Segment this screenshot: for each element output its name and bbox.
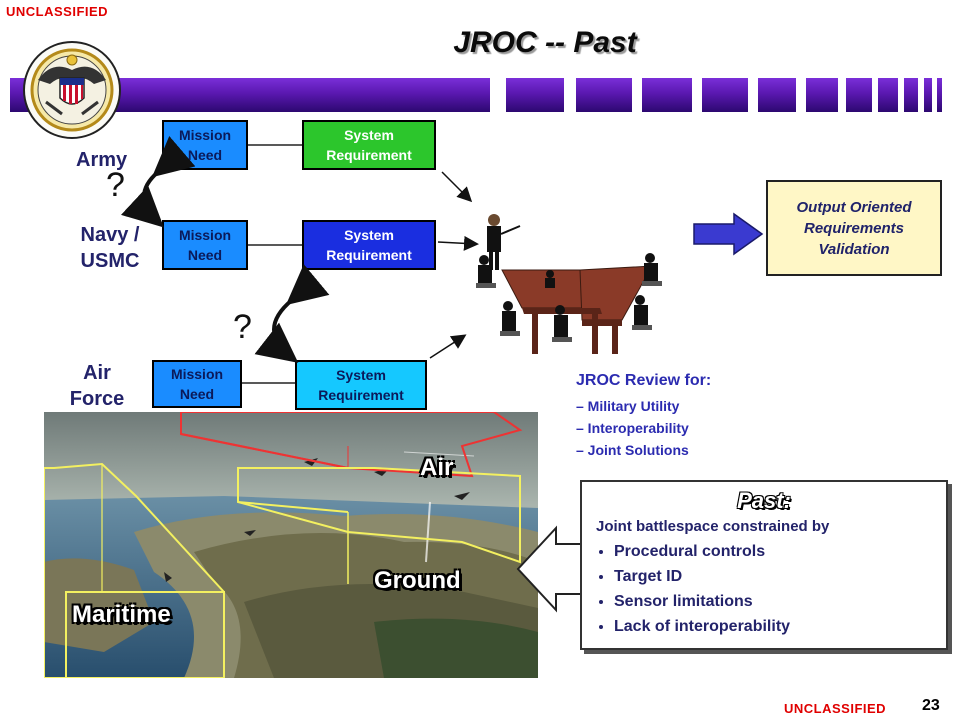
label-army: Army bbox=[76, 149, 128, 171]
past-list-item: Lack of interoperability bbox=[614, 614, 932, 639]
label-air-force: Air Force bbox=[69, 362, 125, 410]
zone-label-maritime: Maritime bbox=[72, 601, 171, 628]
mission-need-navy: Mission Need bbox=[162, 220, 248, 270]
meeting-table-illustration bbox=[476, 214, 662, 354]
past-list-item: Sensor limitations bbox=[614, 589, 932, 614]
page-number: 23 bbox=[922, 697, 940, 714]
past-list: Procedural controls Target ID Sensor lim… bbox=[596, 539, 932, 639]
zone-label-air: Air bbox=[420, 454, 454, 481]
battlespace-painting bbox=[44, 412, 538, 678]
system-requirement-army: System Requirement bbox=[302, 120, 436, 170]
review-item: – Military Utility bbox=[576, 398, 680, 414]
review-item: – Joint Solutions bbox=[576, 442, 689, 458]
past-heading: Past: bbox=[737, 488, 791, 513]
output-arrow-icon bbox=[693, 212, 764, 256]
mission-need-air-force: Mission Need bbox=[152, 360, 242, 408]
jroc-review: JROC Review for: – Military Utility – In… bbox=[576, 372, 711, 458]
classification-bottom: UNCLASSIFIED bbox=[784, 701, 887, 716]
output-oriented-text: Output Oriented Requirements Validation bbox=[796, 198, 912, 258]
review-item: – Interoperability bbox=[576, 420, 689, 436]
past-list-item: Target ID bbox=[614, 564, 932, 589]
question-mark-upper: ? bbox=[106, 166, 125, 204]
past-intro: Joint battlespace constrained by bbox=[596, 518, 830, 535]
past-list-item: Procedural controls bbox=[614, 539, 932, 564]
system-requirement-air-force: System Requirement bbox=[295, 360, 427, 410]
review-heading: JROC Review for: bbox=[576, 372, 712, 389]
output-oriented-box: Output Oriented Requirements Validation bbox=[766, 180, 942, 276]
classification-top: UNCLASSIFIED bbox=[6, 4, 109, 19]
zone-label-ground: Ground bbox=[374, 567, 461, 594]
question-mark-lower: ? bbox=[233, 308, 252, 346]
past-box: Past: Joint battlespace constrained by P… bbox=[580, 480, 948, 650]
dod-seal-icon bbox=[23, 41, 121, 139]
system-requirement-navy: System Requirement bbox=[302, 220, 436, 270]
slide-title: JROC -- Past bbox=[453, 26, 637, 59]
label-navy-usmc: Navy / USMC bbox=[80, 224, 140, 272]
